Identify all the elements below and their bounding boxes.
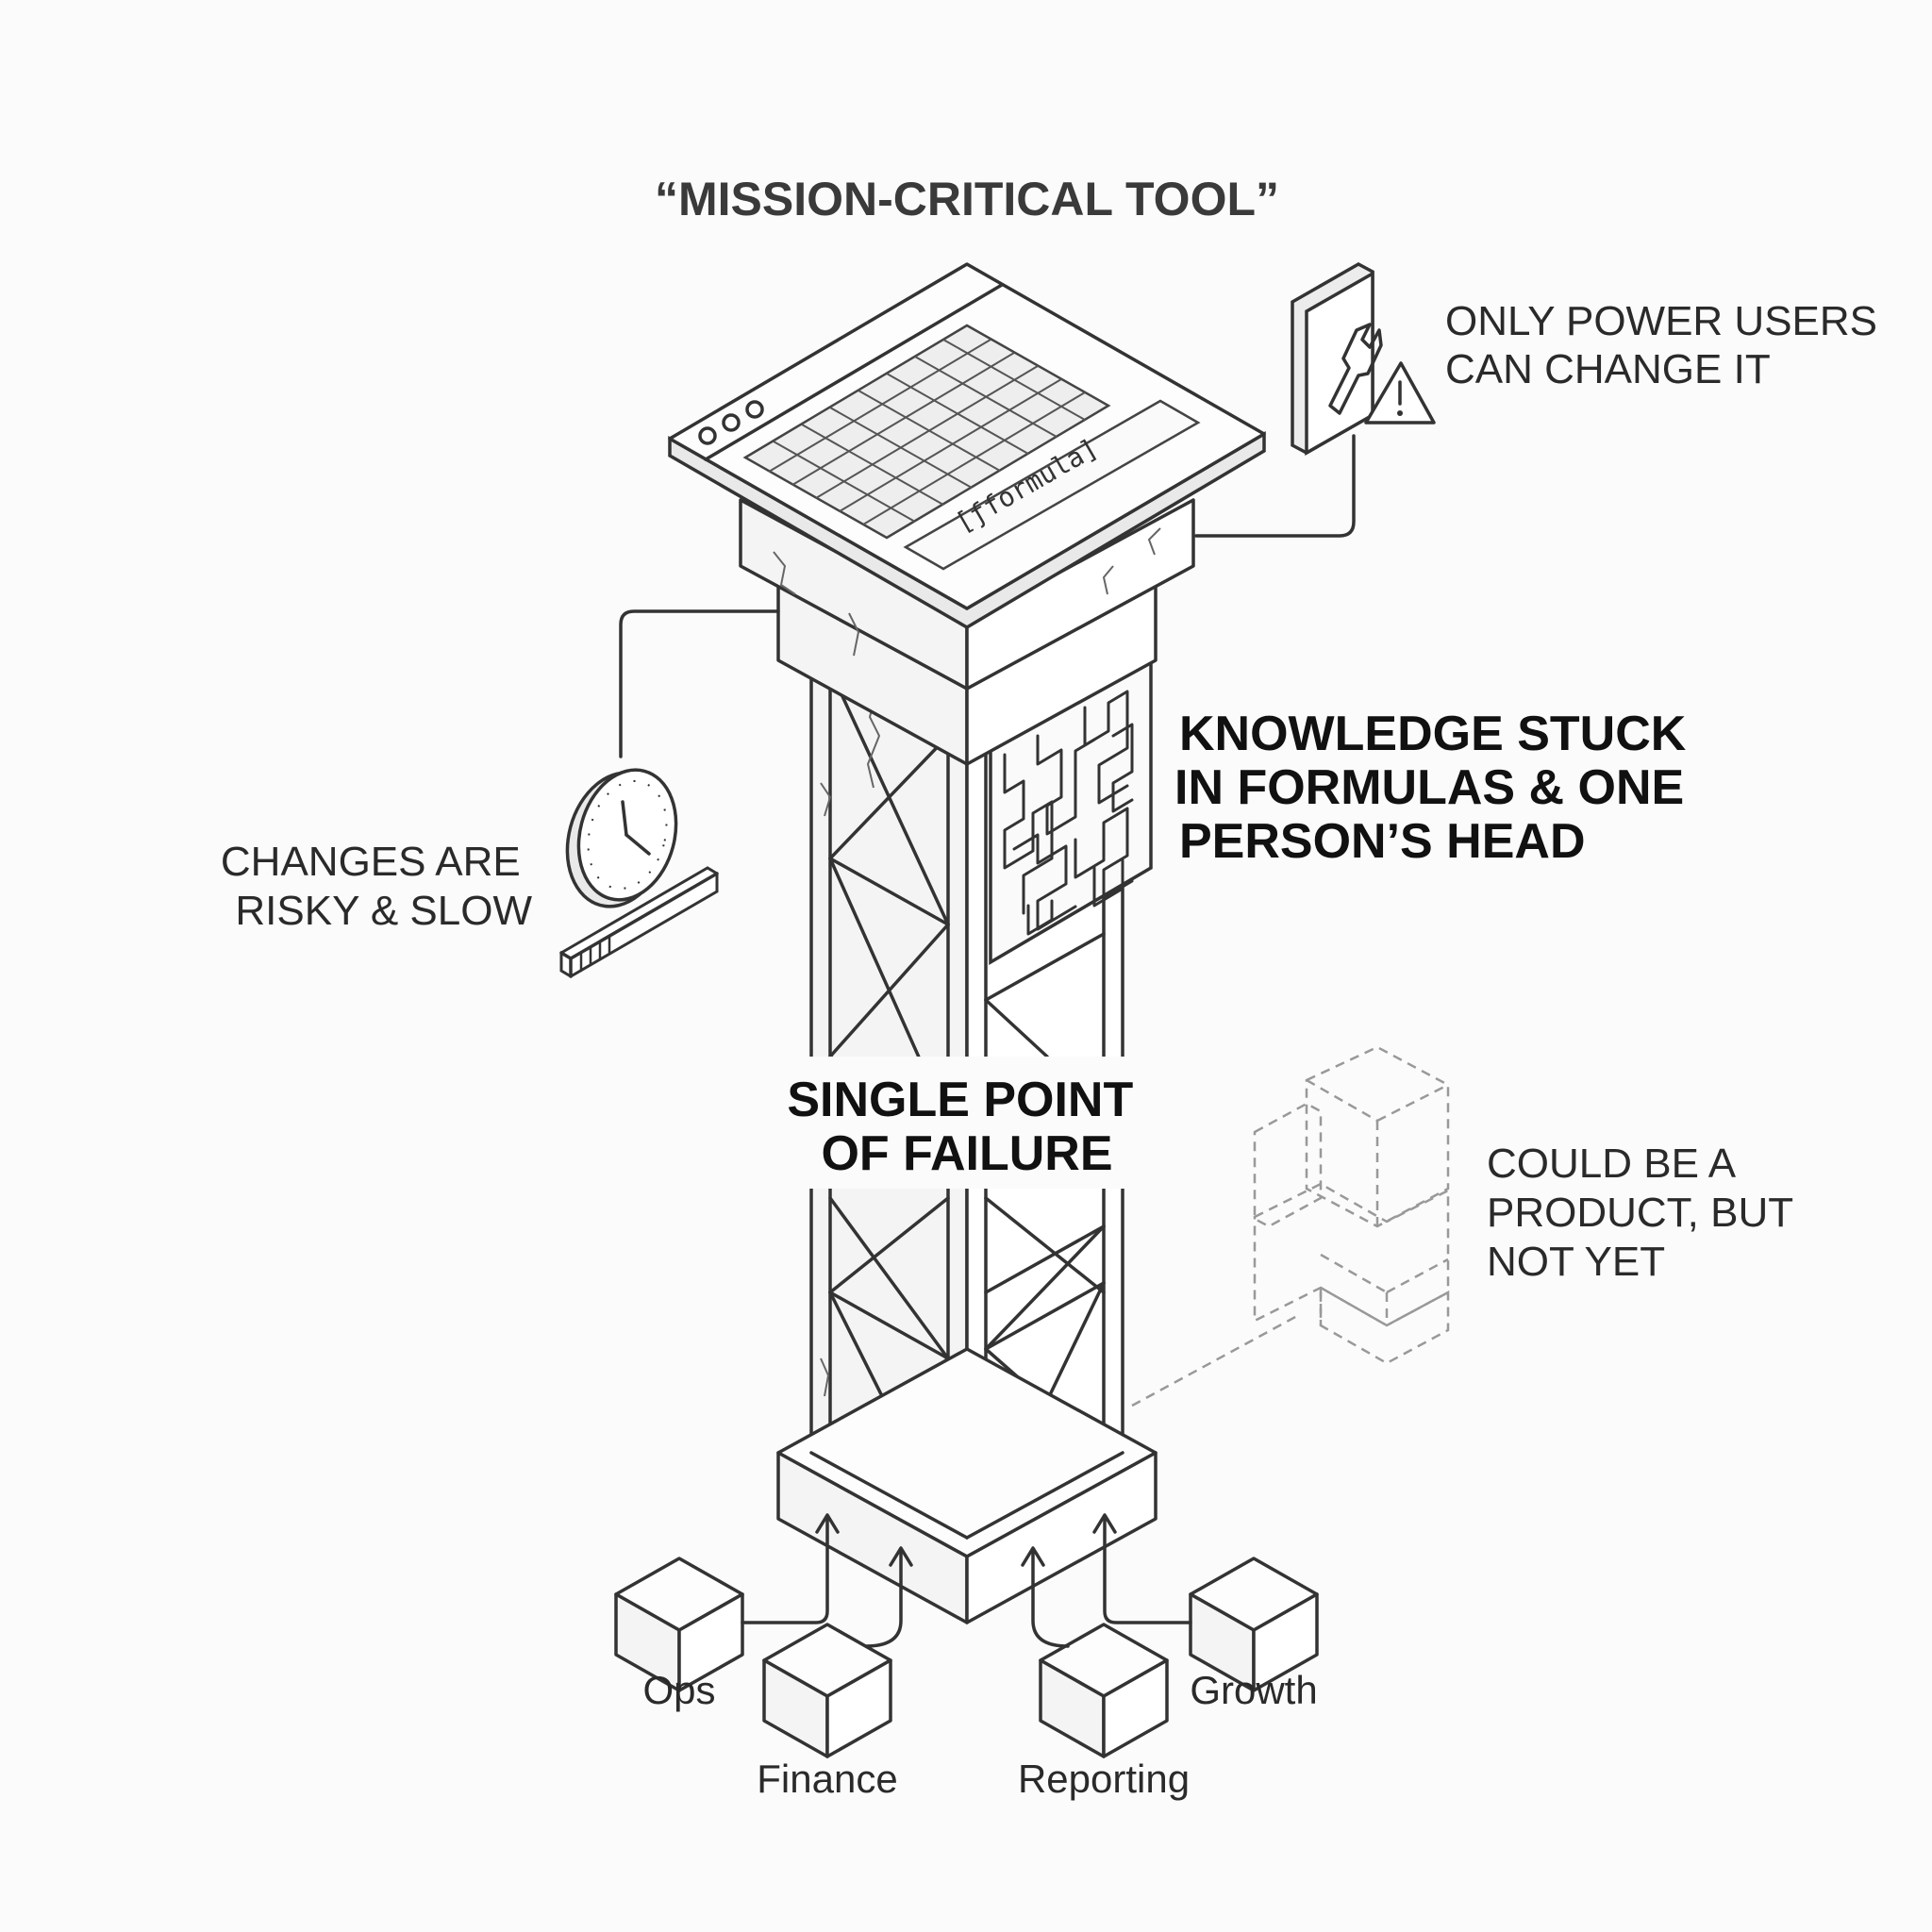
connector-product bbox=[1131, 1314, 1298, 1407]
team-box-finance bbox=[762, 1546, 913, 1758]
connector-power-users bbox=[1194, 434, 1356, 538]
team-box-growth bbox=[1092, 1513, 1319, 1692]
cube-icon bbox=[1253, 1045, 1450, 1365]
tower-capital bbox=[739, 498, 1195, 766]
team-box-ops bbox=[614, 1513, 840, 1692]
diagram-title: “MISSION-CRITICAL TOOL” bbox=[655, 173, 1279, 225]
clock-icon bbox=[565, 768, 678, 908]
team-label-finance: Finance bbox=[757, 1757, 897, 1801]
team-label-ops: Ops bbox=[642, 1668, 715, 1712]
window-dot-icon bbox=[698, 426, 717, 445]
team-label-growth: Growth bbox=[1190, 1668, 1317, 1712]
svg-text:SINGLE POINT OF FAILURE: SINGLE POINT OF FAILURE bbox=[787, 1073, 1146, 1181]
progress-bar-icon bbox=[559, 866, 719, 978]
team-box-reporting bbox=[1021, 1546, 1169, 1758]
tower-base bbox=[776, 1347, 1158, 1624]
changes-note: CHANGES ARE RISKY & SLOW bbox=[221, 839, 533, 934]
product-note: COULD BE A PRODUCT, BUT NOT YET bbox=[1487, 1141, 1805, 1285]
wrench-icon bbox=[1291, 262, 1383, 457]
spreadsheet-window: [ƒformula] bbox=[668, 262, 1266, 630]
window-dot-icon bbox=[722, 413, 741, 432]
power-users-note: ONLY POWER USERS CAN CHANGE IT bbox=[1445, 298, 1889, 392]
window-dot-icon bbox=[745, 400, 764, 419]
knowledge-note: KNOWLEDGE STUCK IN FORMULAS & ONE PERSON… bbox=[1174, 707, 1700, 869]
single-point-label: SINGLE POINT OF FAILURE bbox=[787, 1057, 1146, 1189]
connector-changes bbox=[619, 609, 780, 758]
team-label-reporting: Reporting bbox=[1018, 1757, 1190, 1801]
warning-icon bbox=[1364, 361, 1436, 425]
spreadsheet-grid bbox=[742, 324, 1111, 540]
